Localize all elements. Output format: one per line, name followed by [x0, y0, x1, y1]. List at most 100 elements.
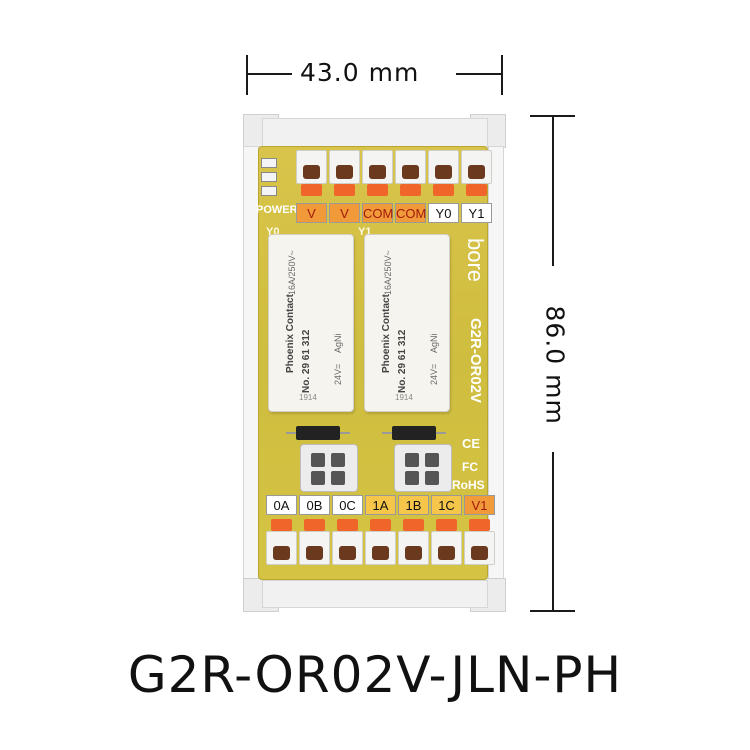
connector-y0-pin-4 — [331, 471, 345, 485]
power-silk-label: POWER — [256, 204, 298, 216]
bottom-terminal-label-6: 1C — [431, 495, 462, 515]
release-lever[interactable] — [433, 184, 454, 196]
connector-y1-pin-3 — [405, 471, 419, 485]
relay-y0-rating: 16A/250V~ — [287, 250, 297, 295]
relay-y0-contact: AgNi — [333, 333, 343, 353]
release-lever[interactable] — [469, 519, 490, 531]
release-lever[interactable] — [367, 184, 388, 196]
connector-y1-pin-2 — [425, 453, 439, 467]
height-dim-top-line — [552, 116, 554, 266]
release-lever[interactable] — [370, 519, 391, 531]
height-dim-bottom-line — [552, 452, 554, 610]
rohs-mark: RoHS — [452, 478, 485, 492]
relay-y1-partno: No. 29 61 312 — [397, 329, 408, 393]
top-terminal-3[interactable] — [362, 150, 393, 196]
status-led-y0 — [261, 172, 277, 182]
bot-terminal-4[interactable] — [365, 519, 396, 565]
width-dim-right-line — [456, 73, 501, 75]
top-terminal-label-3: COM — [362, 203, 393, 223]
product-model-title: G2R-OR02V-JLN-PH — [127, 646, 623, 704]
release-lever[interactable] — [400, 184, 421, 196]
wire-entry-hole — [306, 546, 323, 560]
top-terminal-label-5: Y0 — [428, 203, 459, 223]
relay-y0-partno: No. 29 61 312 — [301, 329, 312, 393]
bottom-terminal-label-4: 1A — [365, 495, 396, 515]
release-lever[interactable] — [436, 519, 457, 531]
top-terminal-block — [296, 150, 494, 196]
wire-entry-hole — [372, 546, 389, 560]
wire-entry-hole — [303, 165, 320, 179]
relay-y1-datecode: 1914 — [395, 393, 413, 402]
release-lever[interactable] — [271, 519, 292, 531]
ce-mark: CE — [462, 436, 481, 451]
height-dim-bottom-tick — [530, 610, 575, 612]
width-dim-right-tick — [501, 55, 503, 95]
relay-y1-contact: AgNi — [429, 333, 439, 353]
wire-entry-hole — [339, 546, 356, 560]
relay-y1-brand: Phoenix Contact — [381, 294, 392, 373]
relay-y1: 16A/250V~ Phoenix Contact No. 29 61 312 … — [364, 234, 450, 412]
top-terminal-label-6: Y1 — [461, 203, 492, 223]
wire-entry-hole — [438, 546, 455, 560]
connector-y0-pin-3 — [311, 471, 325, 485]
bot-terminal-3[interactable] — [332, 519, 363, 565]
flyback-diode-y0 — [286, 426, 350, 440]
bottom-terminal-block — [266, 519, 497, 565]
bot-terminal-6[interactable] — [431, 519, 462, 565]
connector-y0-pin-2 — [331, 453, 345, 467]
release-lever[interactable] — [301, 184, 322, 196]
top-terminal-4[interactable] — [395, 150, 426, 196]
relay-y0-brand: Phoenix Contact — [285, 294, 296, 373]
width-dimension-label: 43.0 mm — [300, 58, 420, 87]
header-connector-y0 — [300, 444, 358, 492]
bot-terminal-7[interactable] — [464, 519, 495, 565]
brand-logo: bore — [463, 238, 488, 283]
fc-mark: FC — [462, 460, 478, 474]
bottom-terminal-label-2: 0B — [299, 495, 330, 515]
connector-y1-pin-4 — [425, 471, 439, 485]
wire-entry-hole — [435, 165, 452, 179]
height-dimension-label: 86.0 mm — [540, 305, 570, 425]
rail-bottom-bar — [262, 580, 488, 608]
bot-terminal-1[interactable] — [266, 519, 297, 565]
top-terminal-5[interactable] — [428, 150, 459, 196]
top-terminal-6[interactable] — [461, 150, 492, 196]
wire-entry-hole — [369, 165, 386, 179]
relay-y0-coil: 24V= — [333, 363, 343, 385]
wire-entry-hole — [468, 165, 485, 179]
top-terminal-1[interactable] — [296, 150, 327, 196]
header-connector-y1 — [394, 444, 452, 492]
width-dim-left-line — [247, 73, 292, 75]
release-lever[interactable] — [466, 184, 487, 196]
relay-y0: 16A/250V~ Phoenix Contact No. 29 61 312 … — [268, 234, 354, 412]
bottom-terminal-label-1: 0A — [266, 495, 297, 515]
relay-y0-datecode: 1914 — [299, 393, 317, 402]
top-terminal-2[interactable] — [329, 150, 360, 196]
bottom-terminal-label-5: 1B — [398, 495, 429, 515]
connector-y1-pin-1 — [405, 453, 419, 467]
bot-terminal-5[interactable] — [398, 519, 429, 565]
relay-y1-rating: 16A/250V~ — [383, 250, 393, 295]
release-lever[interactable] — [304, 519, 325, 531]
rail-top-bar — [262, 118, 488, 148]
width-dim-left-tick — [246, 55, 248, 95]
bot-terminal-2[interactable] — [299, 519, 330, 565]
bottom-terminal-label-3: 0C — [332, 495, 363, 515]
model-silkscreen: G2R-OR02V — [467, 318, 484, 404]
wire-entry-hole — [273, 546, 290, 560]
top-terminal-label-2: V — [329, 203, 360, 223]
release-lever[interactable] — [337, 519, 358, 531]
wire-entry-hole — [336, 165, 353, 179]
top-terminal-label-1: V — [296, 203, 327, 223]
bottom-terminal-label-7: V1 — [464, 495, 495, 515]
release-lever[interactable] — [334, 184, 355, 196]
release-lever[interactable] — [403, 519, 424, 531]
top-terminal-label-4: COM — [395, 203, 426, 223]
power-led — [261, 158, 277, 168]
flyback-diode-y1 — [382, 426, 446, 440]
wire-entry-hole — [402, 165, 419, 179]
status-led-y1 — [261, 186, 277, 196]
connector-y0-pin-1 — [311, 453, 325, 467]
